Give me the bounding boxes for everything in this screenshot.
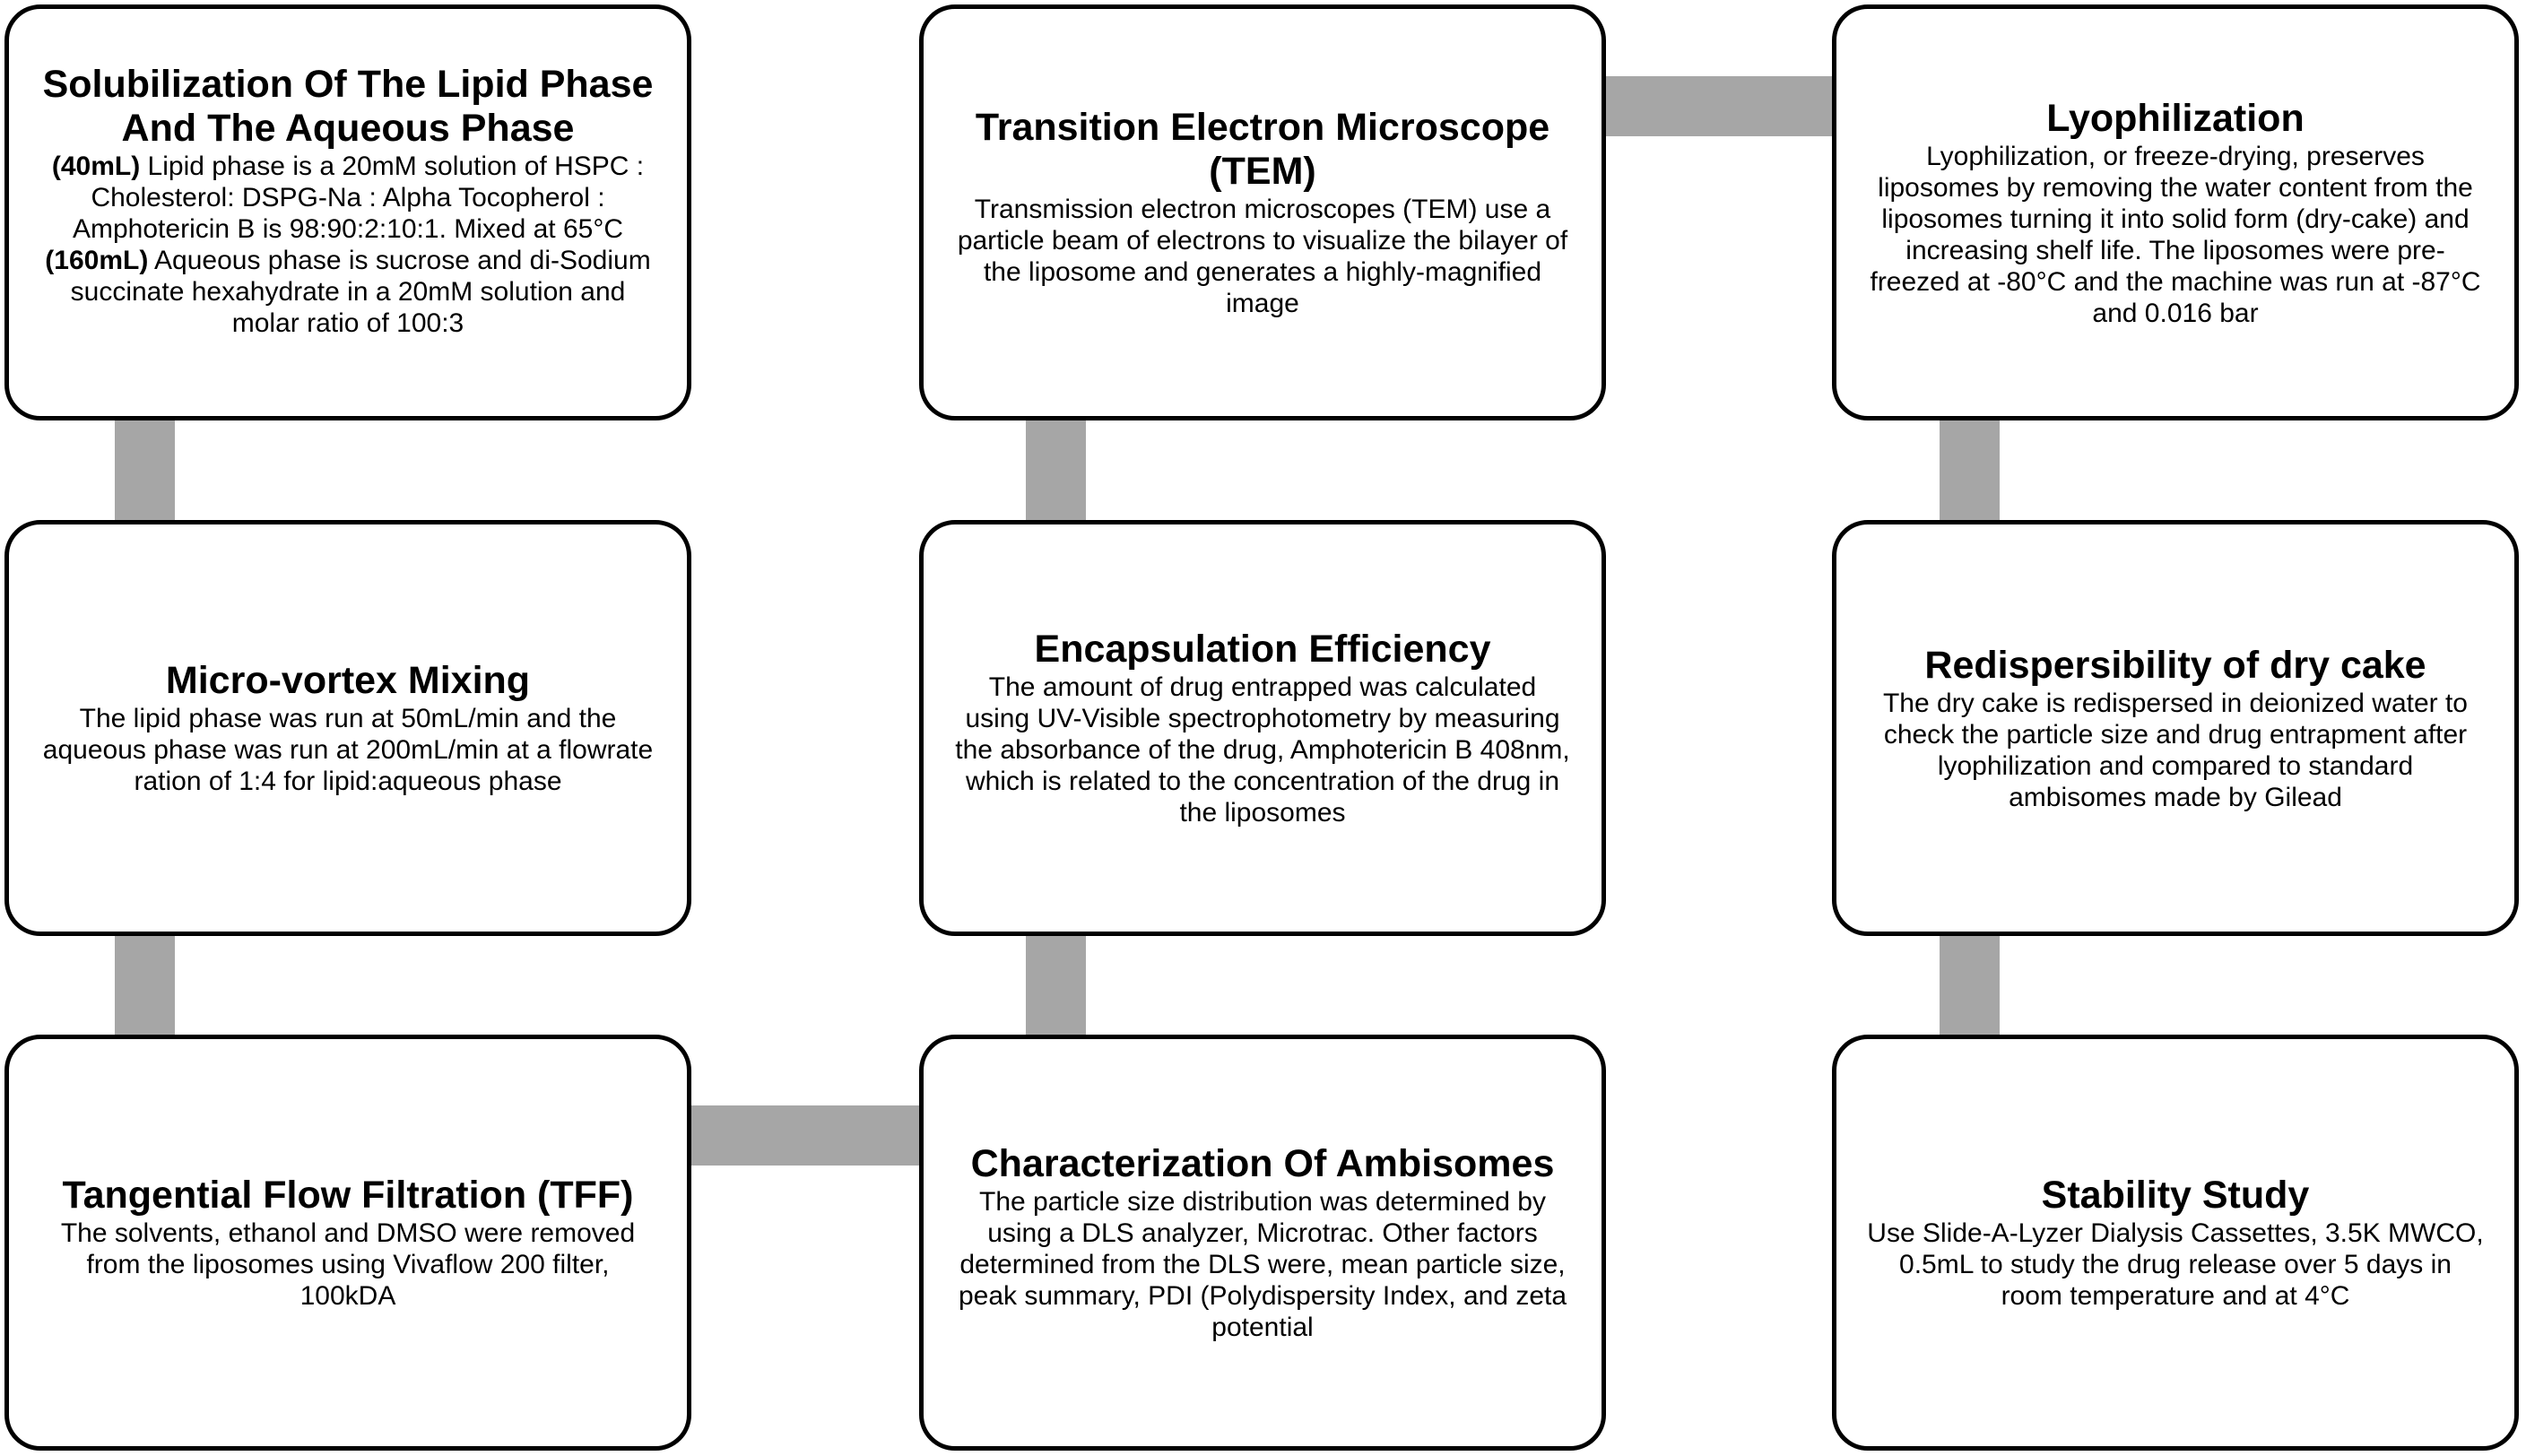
step-encapsulation-efficiency: Encapsulation Efficiency The amount of d… <box>919 520 1606 936</box>
aqueous-description: Aqueous phase is sucrose and di-Sodium s… <box>70 246 651 338</box>
step-solubilization-lipid-text: (40mL) Lipid phase is a 20mM solution of… <box>39 151 656 245</box>
step-tem-body: Transmission electron microscopes (TEM) … <box>957 195 1568 318</box>
step-redispersibility: Redispersibility of dry cake The dry cak… <box>1832 520 2519 936</box>
step-solubilization-title: Solubilization Of The Lipid Phase And Th… <box>42 63 654 150</box>
aqueous-amount: (160mL) <box>45 246 149 275</box>
step-tem: Transition Electron Microscope (TEM) Tra… <box>919 4 1606 420</box>
step-characterization-body: The particle size distribution was deter… <box>958 1187 1567 1342</box>
step-redispersibility-title: Redispersibility of dry cake <box>1924 643 2426 687</box>
connector-redispersibility-to-stability <box>1940 933 2000 1037</box>
step-encapsulation-efficiency-body: The amount of drug entrapped was calcula… <box>955 672 1570 828</box>
step-characterization: Characterization Of Ambisomes The partic… <box>919 1035 1606 1451</box>
step-stability-study-title: Stability Study <box>2041 1174 2310 1217</box>
lipid-amount: (40mL) <box>51 152 141 181</box>
connector-solubilization-to-micro-vortex <box>115 418 175 523</box>
step-encapsulation-efficiency-title: Encapsulation Efficiency <box>1034 628 1491 671</box>
connector-tem-to-lyophilization <box>1603 76 1835 136</box>
step-tangential-flow-filtration: Tangential Flow Filtration (TFF) The sol… <box>4 1035 691 1451</box>
step-characterization-title: Characterization Of Ambisomes <box>970 1142 1555 1185</box>
step-tangential-flow-filtration-title: Tangential Flow Filtration (TFF) <box>62 1174 634 1217</box>
step-micro-vortex-mixing-title: Micro-vortex Mixing <box>165 659 531 702</box>
step-solubilization-aqueous-text: (160mL) Aqueous phase is sucrose and di-… <box>39 245 656 339</box>
step-micro-vortex-mixing-body: The lipid phase was run at 50mL/min and … <box>42 704 654 796</box>
connector-tff-to-characterization <box>689 1105 922 1166</box>
lipid-description: Lipid phase is a 20mM solution of HSPC :… <box>73 152 645 244</box>
connector-characterization-to-encapsulation <box>1026 933 1086 1037</box>
step-tem-title: Transition Electron Microscope (TEM) <box>975 106 1550 193</box>
step-lyophilization-title: Lyophilization <box>2046 96 2305 140</box>
connector-encapsulation-to-tem <box>1026 418 1086 523</box>
step-micro-vortex-mixing: Micro-vortex Mixing The lipid phase was … <box>4 520 691 936</box>
step-solubilization: Solubilization Of The Lipid Phase And Th… <box>4 4 691 420</box>
step-lyophilization-body: Lyophilization, or freeze-drying, preser… <box>1870 141 2481 328</box>
connector-micro-vortex-to-tff <box>115 933 175 1037</box>
step-stability-study: Stability Study Use Slide-A-Lyzer Dialys… <box>1832 1035 2519 1451</box>
step-lyophilization: Lyophilization Lyophilization, or freeze… <box>1832 4 2519 420</box>
step-stability-study-body: Use Slide-A-Lyzer Dialysis Cassettes, 3.… <box>1867 1218 2484 1311</box>
step-redispersibility-body: The dry cake is redispersed in deionized… <box>1882 688 2468 812</box>
connector-lyophilization-to-redispersibility <box>1940 418 2000 523</box>
step-tangential-flow-filtration-body: The solvents, ethanol and DMSO were remo… <box>60 1218 636 1311</box>
